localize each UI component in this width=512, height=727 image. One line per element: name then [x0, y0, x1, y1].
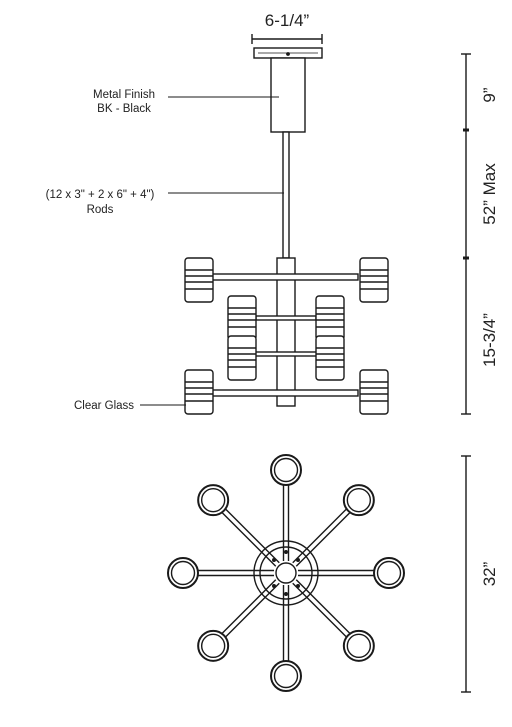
glass-shade-outer-upper-right: [359, 257, 389, 303]
plan-glass-shade: [270, 660, 302, 692]
canopy-width-dimension: [251, 34, 323, 44]
rods-label-line2: Rods: [87, 204, 114, 216]
plan-arm-line: [295, 579, 351, 634]
plan-arm-line: [295, 512, 351, 567]
rod: [282, 131, 290, 259]
height-dimensions: [461, 53, 471, 415]
plan-glass-shade: [270, 454, 302, 486]
plan-arm-line: [225, 582, 280, 638]
glass-shade-inner-upper-left: [227, 295, 257, 341]
plan-glass-shade: [373, 557, 405, 589]
plan-view: [167, 454, 405, 692]
plan-glass-shade: [197, 484, 230, 517]
max-height-label: 52” Max: [480, 163, 499, 225]
plan-glass-shade: [167, 557, 199, 589]
glass-shade-outer-lower-left: [184, 369, 214, 415]
finish-label-line2: BK - Black: [97, 103, 151, 115]
diameter-label: 32”: [480, 561, 499, 586]
rods-label-line1: (12 x 3" + 2 x 6" + 4"): [46, 189, 155, 201]
glass-label: Clear Glass: [74, 400, 134, 412]
plan-arm-line: [292, 582, 347, 638]
plan-arm-line: [292, 508, 347, 564]
body-height-label: 15-3/4”: [480, 313, 499, 367]
finish-label-line1: Metal Finish: [93, 89, 155, 101]
plan-glass-shade: [342, 484, 375, 517]
plan-arm-line: [221, 512, 277, 567]
plan-arm-line: [221, 579, 277, 634]
glass-shade-outer-upper-left: [184, 257, 214, 303]
plan-arm-line: [225, 508, 280, 564]
diameter-dimension: [461, 455, 471, 693]
canopy: [253, 47, 323, 59]
leader-lines: [140, 96, 284, 406]
glass-shade-inner-upper-right: [315, 295, 345, 341]
canopy-width-label: 6-1/4”: [265, 11, 310, 30]
glass-shade-inner-lower-left: [227, 335, 257, 381]
glass-shade-outer-lower-right: [359, 369, 389, 415]
plan-glass-shade: [342, 629, 375, 662]
center-column: [276, 257, 296, 407]
canopy-height-label: 9”: [480, 87, 499, 102]
canopy-body: [270, 57, 306, 133]
plan-glass-shade: [197, 629, 230, 662]
glass-shade-inner-lower-right: [315, 335, 345, 381]
